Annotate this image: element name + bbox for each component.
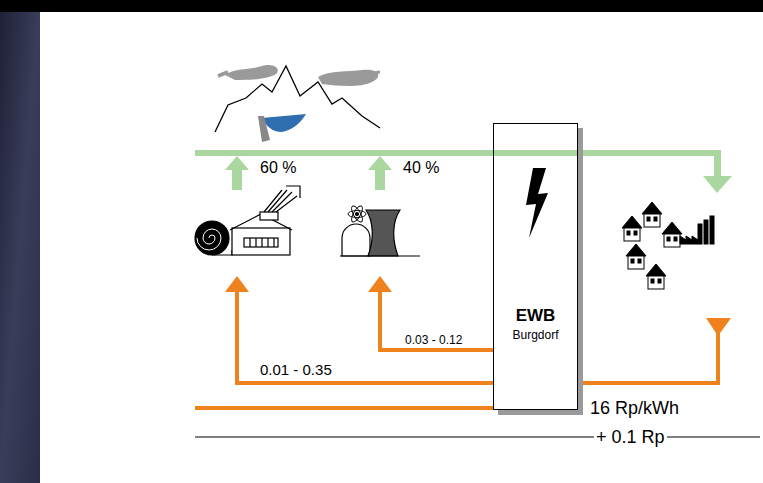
- payment-flow: [195, 290, 718, 408]
- consumers: [622, 202, 714, 289]
- tariff-label: + 0.1 Rp: [594, 428, 667, 448]
- share-label: 40 %: [401, 159, 441, 177]
- utility-town: Burgdorf: [512, 328, 558, 342]
- cost-range-label: 0.03 - 0.12: [403, 334, 464, 347]
- energy-flow: [195, 150, 732, 193]
- side-strip: [0, 0, 40, 483]
- top-bar: [0, 0, 763, 12]
- share-label: 60 %: [258, 159, 298, 177]
- lightning-symbol: [526, 168, 548, 238]
- price-rule: [195, 437, 760, 438]
- tariff-label: 16 Rp/kWh: [588, 399, 681, 419]
- hydro-plant: [195, 186, 300, 255]
- nuclear-plant: [340, 204, 420, 256]
- utility-box: EWB Burgdorf: [493, 123, 578, 410]
- utility-name: EWB: [516, 306, 556, 326]
- payment-arrowheads: [225, 276, 731, 336]
- cost-range-label: 0.01 - 0.35: [258, 362, 334, 379]
- mountain-reservoir: [215, 65, 380, 142]
